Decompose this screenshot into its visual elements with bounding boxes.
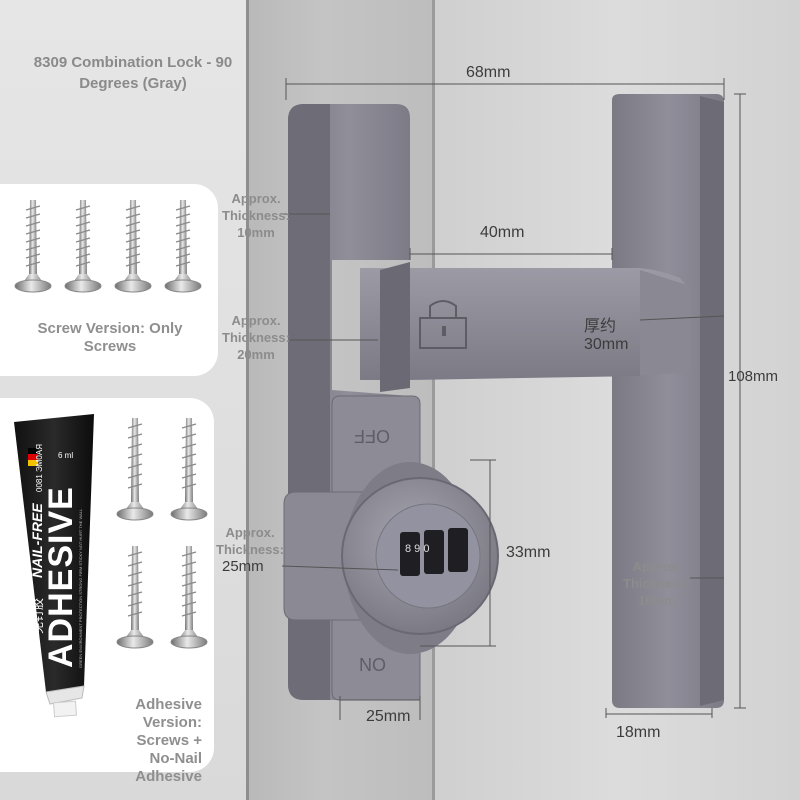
screws-image	[14, 199, 202, 293]
screw-version-label: Screw Version: Only Screws	[37, 320, 183, 355]
padlock-icon	[419, 300, 467, 349]
tube-volume: 6 ml	[58, 451, 73, 460]
approx-thickness-25-value: 25mm	[222, 558, 264, 575]
dim-height: 108mm	[728, 368, 779, 385]
approx-thickness-25: Approx. Thickness:	[216, 525, 284, 557]
svg-text:OFF: OFF	[354, 426, 390, 446]
on-label: ON	[359, 654, 386, 674]
approx-thickness-10-left: Approx. Thickness: 10mm	[222, 191, 290, 240]
combination-dial: 8 9 0	[341, 462, 499, 654]
product-title: 8309 Combination Lock - 90 Degrees (Gray…	[33, 54, 233, 92]
dim-bar-thickness-cn: 厚约	[584, 318, 617, 335]
tube-chinese: 免钉胶	[30, 598, 45, 634]
strike-plate	[612, 94, 724, 708]
adhesive-version-card: 6 ml ADHESIVE NAIL-FREE 免钉胶 0081 ЭМ0АЯ G…	[0, 398, 214, 785]
adhesive-version-label: Adhesive Version: Screws + No-Nail Adhes…	[135, 696, 202, 785]
tube-model: 0081 ЭМ0АЯ	[35, 444, 44, 492]
dim-width-total: 68mm	[466, 64, 511, 81]
dim-dial: 33mm	[506, 544, 551, 561]
tube-fineprint: GREEN ENVIRONMENT PROTECTION STRONG FIRM…	[78, 508, 83, 668]
door-edge-right	[432, 0, 435, 800]
door-edge-left	[246, 0, 249, 800]
dim-gap: 40mm	[480, 224, 525, 241]
off-label: OFF	[354, 426, 390, 446]
adhesive-tube-image: 6 ml ADHESIVE NAIL-FREE 免钉胶 0081 ЭМ0АЯ G…	[14, 414, 208, 718]
svg-text:ON: ON	[359, 654, 386, 674]
tube-sub: NAIL-FREE	[29, 503, 45, 578]
dim-bar-thickness: 30mm	[584, 336, 629, 353]
screw-version-card: Screw Version: Only Screws	[0, 184, 218, 376]
approx-thickness-20: Approx. Thickness: 20mm	[222, 313, 290, 362]
dim-strip-width: 18mm	[616, 724, 661, 741]
lock-bar	[360, 268, 690, 380]
tube-brand: ADHESIVE	[42, 486, 80, 668]
svg-text:8 9 0: 8 9 0	[405, 543, 429, 555]
dim-base-width: 25mm	[366, 708, 411, 725]
approx-thickness-10-right: Approx. Thickness: 10mm	[623, 559, 691, 608]
